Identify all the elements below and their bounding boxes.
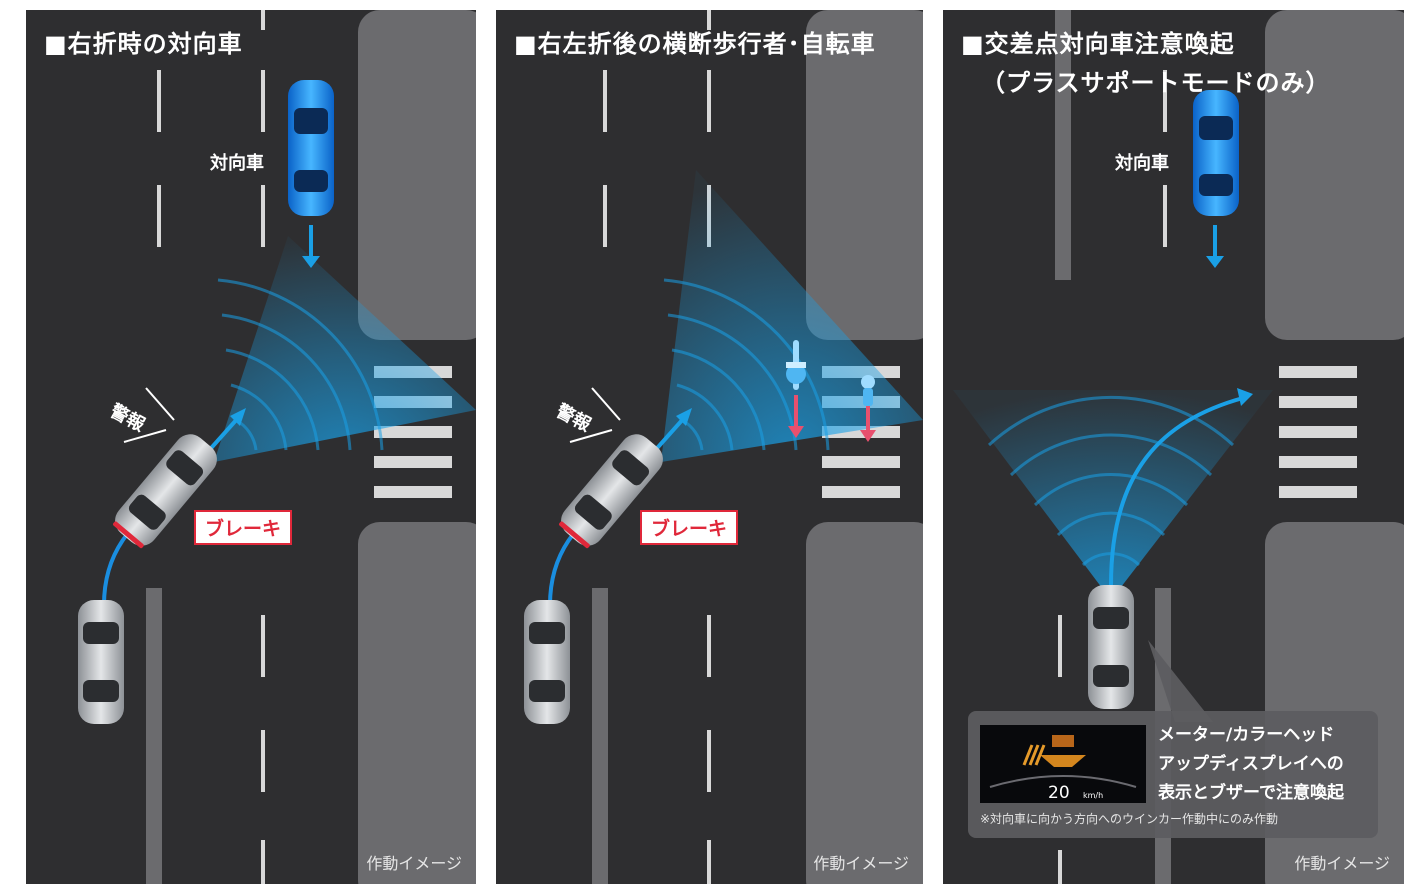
pedestrian-icon [861, 375, 875, 406]
oncoming-car [288, 80, 334, 216]
operation-image-caption: 作動イメージ [813, 854, 909, 873]
callout-line2: アップディスプレイへの [1158, 754, 1344, 774]
panel-title: ■右左折後の横断歩行者･自転車 [514, 30, 876, 58]
sidewalk-top [358, 10, 476, 340]
oncoming-car [1193, 90, 1239, 216]
panel-pedestrian-cyclist: ■右左折後の横断歩行者･自転車 警報 ブレーキ 作動イメージ [496, 10, 923, 884]
sensor-fan [953, 390, 1273, 600]
warning-marks [569, 387, 621, 443]
ego-car-start [78, 600, 124, 724]
meter-unit: km/h [1083, 791, 1104, 800]
callout-line3: 表示とブザーで注意喚起 [1158, 783, 1344, 803]
center-line [146, 588, 162, 884]
operation-image-caption: 作動イメージ [1294, 854, 1390, 873]
meter-display: 20 km/h [980, 725, 1146, 803]
alert-callout: 20 km/h メーター/カラーヘッド アップディスプレイへの 表示とブザーで注… [968, 711, 1378, 838]
meter-speed: 20 [1048, 783, 1070, 803]
operation-image-caption: 作動イメージ [366, 854, 462, 873]
intersection-scene [953, 10, 1404, 884]
sidewalk-top [806, 10, 923, 340]
oncoming-car-label: 対向車 [1115, 153, 1169, 174]
panel-right-turn-oncoming: ■右折時の対向車 対向車 警報 ブレーキ 作動イメージ [26, 10, 476, 884]
ego-car-turning [113, 434, 217, 549]
callout-note: ※対向車に向かう方向へのウインカー作動中にのみ作動 [980, 812, 1279, 826]
panel-title-line2: （プラスサポートモードのみ） [981, 69, 1331, 97]
brake-label: ブレーキ [194, 510, 293, 545]
cyclist-icon [786, 340, 806, 390]
panel-title-line1: ■交差点対向車注意喚起 [961, 30, 1235, 58]
intersection-scene [524, 10, 923, 884]
intersection-scene [78, 10, 476, 884]
sidewalk-bottom [358, 522, 476, 884]
turn-arrow [1109, 396, 1244, 586]
sidewalk-top [1265, 10, 1404, 340]
callout-line1: メーター/カラーヘッド [1158, 725, 1335, 745]
lane-markings [157, 10, 265, 884]
panel-title: ■右折時の対向車 [44, 30, 243, 58]
crosswalk [1279, 366, 1357, 498]
sensor-waves [663, 278, 830, 451]
brake-label: ブレーキ [640, 510, 739, 545]
ego-car [1088, 585, 1134, 709]
oncoming-car-label: 対向車 [210, 153, 264, 174]
callout-description: メーター/カラーヘッド アップディスプレイへの 表示とブザーで注意喚起 [1158, 721, 1344, 808]
warning-marks [123, 387, 175, 443]
callout-pointer [1148, 640, 1213, 722]
center-line [592, 588, 608, 884]
sensor-fan [661, 170, 923, 462]
center-line-top [1055, 10, 1071, 280]
sidewalk-bottom [806, 522, 923, 884]
ego-car-start [524, 600, 570, 724]
ego-car-turning [559, 434, 663, 549]
meter-graphic [989, 735, 1137, 788]
